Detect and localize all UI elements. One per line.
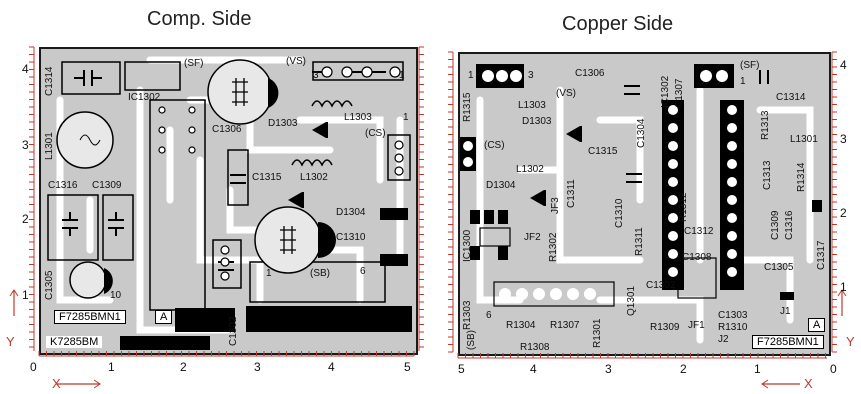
comp-label-c1309: C1309 — [92, 180, 122, 191]
comp-y-tick-4: 4 — [22, 62, 29, 76]
comp-label-c1310: C1310 — [336, 232, 366, 243]
copper-y-axis-label: Y — [846, 334, 855, 349]
comp-y-tick-3: 3 — [22, 138, 29, 152]
copper-label-j1: J1 — [780, 306, 791, 317]
copper-label-6: 6 — [486, 310, 492, 321]
copper-x-tick-5: 5 — [458, 362, 465, 376]
copper-x-tick-1: 1 — [754, 362, 761, 376]
comp-label-vs: (VS) — [286, 56, 306, 67]
copper-y-tick-2: 2 — [840, 206, 847, 220]
comp-pad-block-5 — [380, 254, 408, 266]
comp-x-tick-5: 5 — [404, 360, 411, 374]
copper-label-c1306: C1306 — [575, 68, 605, 79]
comp-y-tick-2: 2 — [22, 212, 29, 226]
copper-label-jf1: JF1 — [688, 320, 705, 331]
copper-label-3: 3 — [528, 70, 534, 81]
comp-label-6: 6 — [360, 266, 366, 277]
copper-label-c1314: C1314 — [776, 92, 806, 103]
copper-label-r1308: R1308 — [520, 342, 550, 353]
copper-x-tick-2: 2 — [680, 362, 687, 376]
comp-label-sf: (SF) — [184, 58, 204, 69]
comp-label-c1316: C1316 — [48, 180, 78, 191]
comp-label-1b: 1 — [403, 112, 409, 123]
copper-label-j2: J2 — [718, 334, 729, 345]
copper-label-sf: (SF) — [740, 60, 760, 71]
comp-side-title: Comp. Side — [147, 8, 252, 30]
comp-y-tick-1: 1 — [22, 288, 29, 302]
copper-label-l1303: L1303 — [518, 100, 546, 111]
copper-label-vs: (VS) — [556, 88, 576, 99]
copper-label-d1304: D1304 — [486, 180, 516, 191]
comp-board-id-label-2: K7285BM — [46, 336, 103, 348]
copper-label-c1303: C1303 — [718, 310, 748, 321]
comp-x-tick-3: 3 — [254, 360, 261, 374]
comp-label-l1303: L1303 — [344, 112, 372, 123]
comp-label-10: 10 — [110, 290, 122, 301]
copper-label-r1309: R1309 — [650, 322, 680, 333]
comp-label-cs: (CS) — [365, 128, 386, 139]
copper-x-tick-0: 0 — [830, 362, 837, 376]
copper-side-board — [458, 52, 831, 356]
comp-x-tick-4: 4 — [328, 360, 335, 374]
copper-label-c1302: C1302 — [646, 280, 676, 291]
copper-label-l1302: L1302 — [516, 164, 544, 175]
comp-label-c1306: C1306 — [212, 124, 242, 135]
copper-label-d1303: D1303 — [522, 116, 552, 127]
copper-label-cs: (CS) — [484, 140, 505, 151]
copper-rev-a-label: A — [808, 318, 826, 332]
comp-label-1c: 1 — [266, 268, 272, 279]
comp-label-1a: 1 — [399, 70, 405, 81]
copper-label-jf2: JF2 — [524, 232, 541, 243]
copper-label-c1312: C1312 — [684, 226, 714, 237]
comp-y-axis-label: Y — [6, 334, 15, 349]
comp-pad-block-2 — [246, 306, 412, 332]
copper-label-l1301: L1301 — [790, 134, 818, 145]
comp-label-ic1302: IC1302 — [128, 92, 161, 103]
comp-x-tick-2: 2 — [180, 360, 187, 374]
copper-label-1b: 1 — [740, 76, 746, 87]
comp-x-axis-label: X — [52, 376, 61, 391]
copper-x-tick-4: 4 — [530, 362, 537, 376]
copper-y-tick-3: 3 — [840, 132, 847, 146]
comp-pad-block-3 — [120, 336, 210, 350]
comp-pad-block-1 — [175, 308, 235, 332]
comp-label-3: 3 — [313, 70, 319, 81]
copper-label-c1308: C1308 — [682, 252, 712, 263]
copper-label-r1307: R1307 — [550, 320, 580, 331]
copper-label-c1305: C1305 — [764, 262, 794, 273]
copper-y-tick-4: 4 — [840, 58, 847, 72]
copper-label-r1304: R1304 — [506, 320, 536, 331]
copper-side-title: Copper Side — [562, 13, 674, 35]
copper-y-tick-1: 1 — [840, 280, 847, 294]
comp-label-d1303: D1303 — [268, 118, 298, 129]
comp-label-l1302: L1302 — [300, 172, 328, 183]
copper-label-c1315: C1315 — [588, 146, 618, 157]
comp-x-tick-1: 1 — [108, 360, 115, 374]
comp-rev-a-label: A — [155, 310, 173, 324]
copper-board-id-label: F7285BMN1 — [752, 335, 824, 349]
comp-x-tick-0: 0 — [30, 360, 37, 374]
copper-label-1a: 1 — [468, 70, 474, 81]
comp-board-id-label: F7285BMN1 — [54, 310, 126, 324]
copper-x-tick-3: 3 — [605, 362, 612, 376]
copper-label-r1310: R1310 — [718, 322, 748, 333]
comp-pad-block-4 — [380, 208, 408, 220]
comp-label-sb: (SB) — [310, 268, 330, 279]
comp-label-d1304: D1304 — [336, 207, 366, 218]
copper-x-axis-label: X — [804, 376, 813, 391]
comp-label-c1315: C1315 — [252, 172, 282, 183]
